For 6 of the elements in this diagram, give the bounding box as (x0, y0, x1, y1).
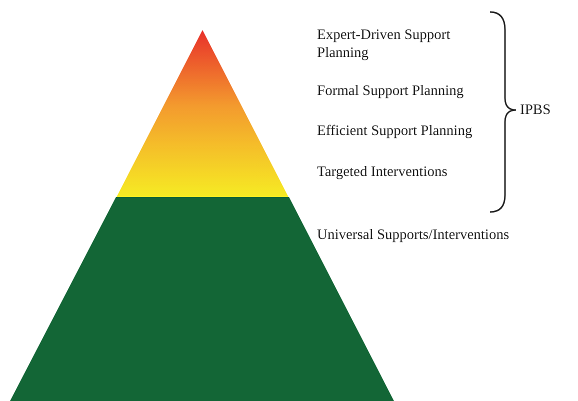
tier-label: Efficient Support Planning (317, 122, 474, 140)
tier-label: Targeted Interventions (317, 163, 448, 181)
tier-label: Expert-Driven Support Planning (317, 26, 452, 62)
tier-label: Universal Supports/Interventions (317, 226, 510, 244)
tier-label: Formal Support Planning (317, 82, 465, 100)
bracket-label: IPBS (520, 101, 551, 119)
